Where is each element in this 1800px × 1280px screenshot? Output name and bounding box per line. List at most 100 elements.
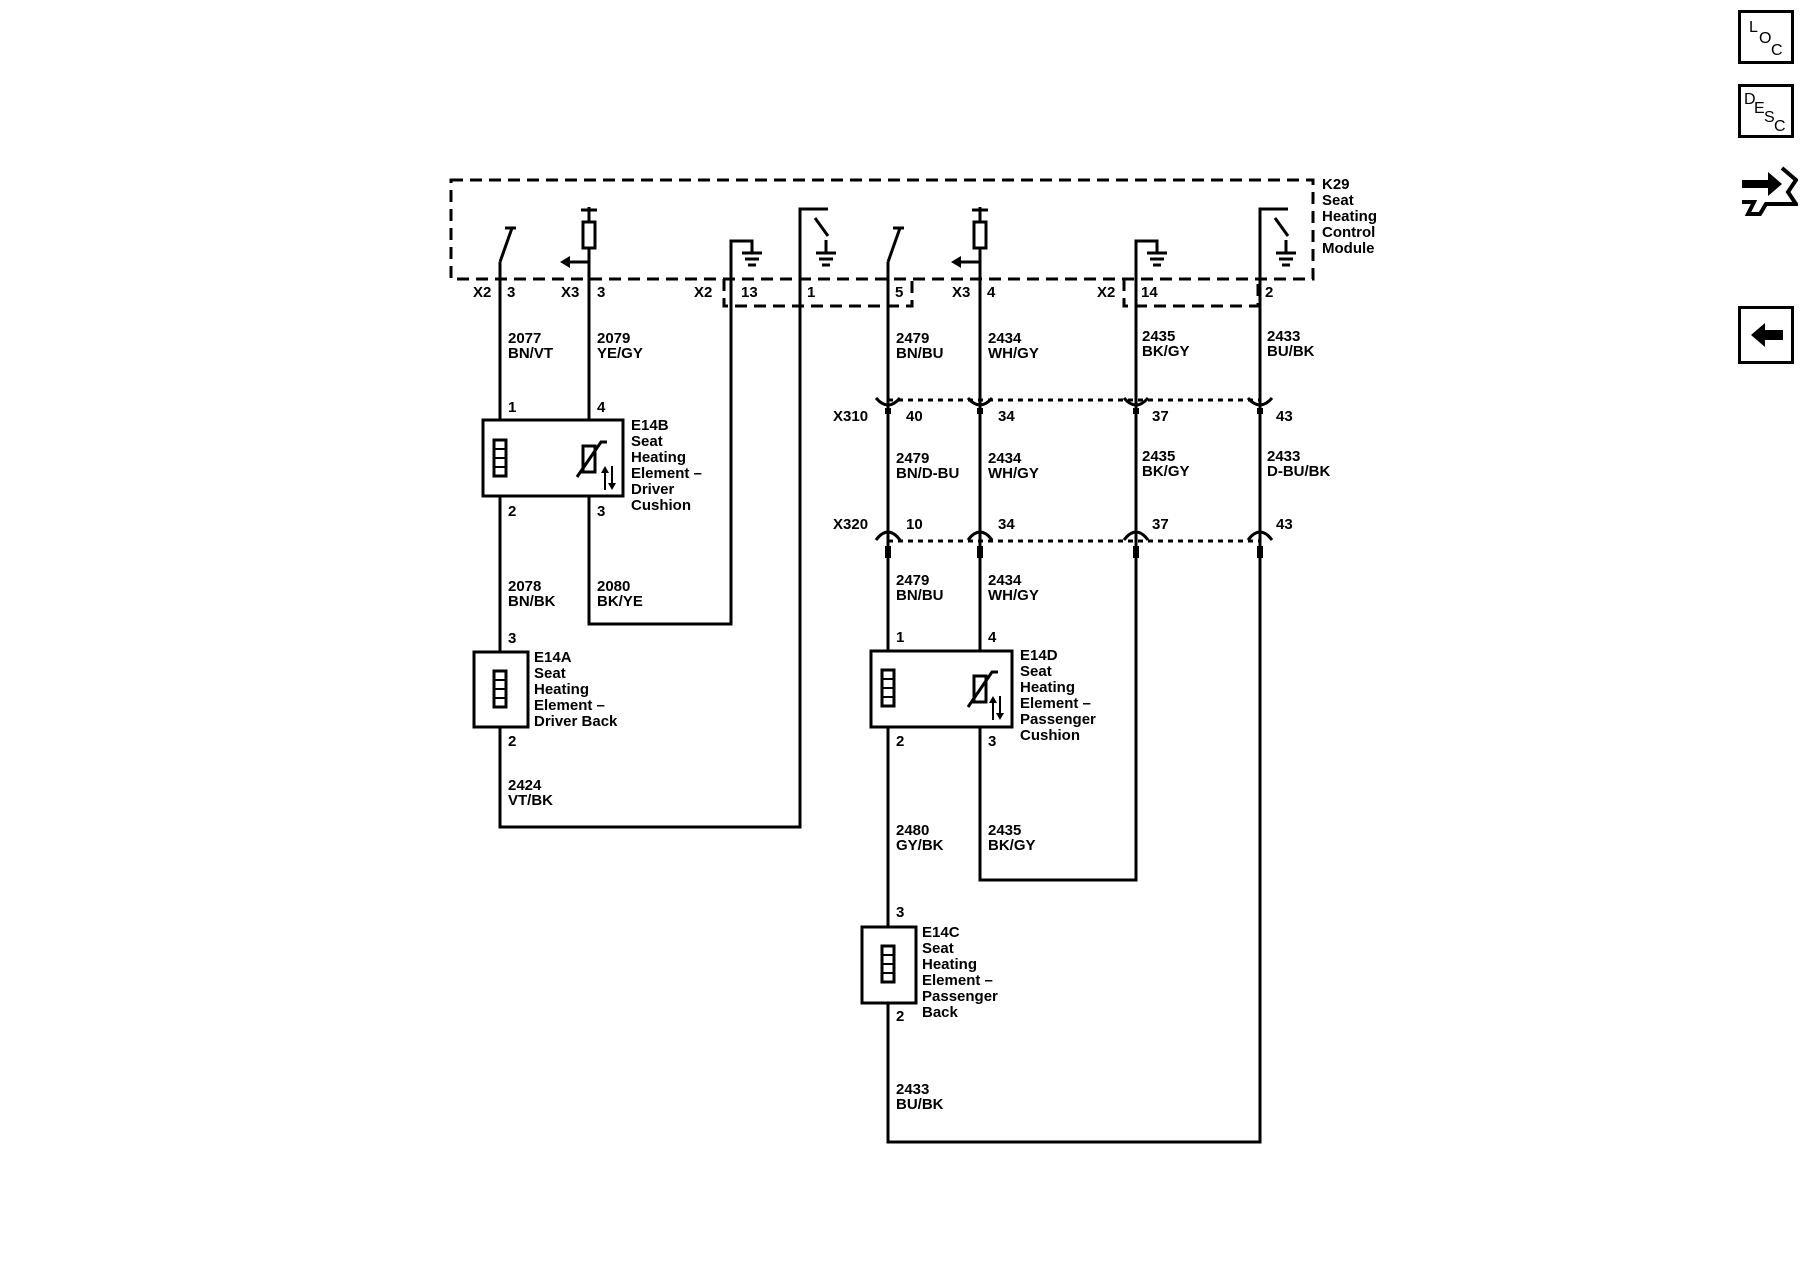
svg-text:BK/YE: BK/YE (597, 593, 643, 610)
switch-ground-symbol (798, 207, 836, 279)
svg-text:2: 2 (896, 733, 904, 750)
svg-text:Element –: Element – (1020, 695, 1091, 712)
svg-text:3: 3 (507, 284, 515, 301)
svg-text:1: 1 (896, 629, 904, 646)
svg-text:40: 40 (906, 408, 923, 425)
svg-text:2435: 2435 (1142, 328, 1175, 345)
back-button[interactable] (1738, 306, 1794, 364)
svg-text:O: O (1759, 30, 1771, 47)
svg-text:WH/GY: WH/GY (988, 465, 1039, 482)
svg-text:Seat: Seat (1322, 192, 1354, 209)
location-button[interactable]: L O C (1738, 10, 1794, 64)
module-boundary (449, 178, 1315, 281)
svg-text:BN/BK: BN/BK (508, 593, 556, 610)
svg-text:Heating: Heating (922, 956, 977, 973)
svg-text:43: 43 (1276, 408, 1293, 425)
svg-text:2077: 2077 (508, 330, 541, 347)
svg-text:3: 3 (508, 630, 516, 647)
svg-text:BK/GY: BK/GY (1142, 463, 1190, 480)
svg-text:34: 34 (998, 408, 1015, 425)
svg-text:2: 2 (508, 733, 516, 750)
svg-text:X2: X2 (694, 284, 712, 301)
switch-symbol (498, 226, 516, 279)
svg-text:2079: 2079 (597, 330, 630, 347)
svg-text:C: C (1771, 42, 1783, 59)
connector-end-view-button[interactable] (1738, 158, 1800, 220)
svg-text:2479: 2479 (896, 330, 929, 347)
svg-text:2080: 2080 (597, 578, 630, 595)
svg-text:2434: 2434 (988, 572, 1022, 589)
description-icon: D E S C (1744, 91, 1786, 135)
e14d-seat-heating-element-passenger-cushion (869, 649, 1014, 729)
svg-text:2433: 2433 (1267, 448, 1300, 465)
svg-text:Element –: Element – (631, 465, 702, 482)
svg-text:Cushion: Cushion (1020, 727, 1080, 744)
svg-text:GY/BK: GY/BK (896, 837, 944, 854)
inline-connector-labels: X310 40 34 37 43 X320 10 34 37 43 (833, 408, 1293, 533)
svg-text:X310: X310 (833, 408, 868, 425)
svg-text:YE/GY: YE/GY (597, 345, 643, 362)
svg-text:X3: X3 (561, 284, 579, 301)
svg-text:X2: X2 (1097, 284, 1115, 301)
svg-text:5: 5 (895, 284, 903, 301)
svg-text:2: 2 (1265, 284, 1273, 301)
svg-text:1: 1 (508, 399, 516, 416)
svg-text:4: 4 (597, 399, 606, 416)
svg-text:BK/GY: BK/GY (988, 837, 1036, 854)
ground-symbol (729, 239, 762, 279)
svg-text:4: 4 (988, 629, 997, 646)
back-arrow-icon (1751, 323, 1783, 347)
e14a-seat-heating-element-driver-back (472, 650, 530, 729)
svg-text:Passenger: Passenger (1020, 711, 1096, 728)
wire-2433-return (886, 279, 1262, 1144)
e14c-seat-heating-element-passenger-back (860, 925, 918, 1005)
svg-text:13: 13 (741, 284, 758, 301)
svg-text:K29: K29 (1322, 176, 1350, 193)
module-label: K29 Seat Heating Control Module (1322, 176, 1377, 257)
svg-text:E14A: E14A (534, 649, 572, 666)
svg-text:D: D (1744, 91, 1756, 108)
resistor-symbol (560, 207, 597, 279)
svg-text:X2: X2 (473, 284, 491, 301)
svg-text:VT/BK: VT/BK (508, 792, 553, 809)
svg-text:3: 3 (988, 733, 996, 750)
svg-text:2424: 2424 (508, 777, 542, 794)
svg-text:BN/BU: BN/BU (896, 345, 944, 362)
svg-text:Driver Back: Driver Back (534, 713, 618, 730)
svg-text:Back: Back (922, 1004, 959, 1021)
svg-text:BN/BU: BN/BU (896, 587, 944, 604)
svg-text:2435: 2435 (1142, 448, 1175, 465)
resistor-symbol-2 (951, 207, 988, 279)
svg-text:2433: 2433 (1267, 328, 1300, 345)
svg-text:Heating: Heating (1322, 208, 1377, 225)
component-labels: E14B Seat Heating Element – Driver Cushi… (534, 417, 1096, 1021)
svg-text:E14B: E14B (631, 417, 669, 434)
svg-text:37: 37 (1152, 516, 1169, 533)
description-button[interactable]: D E S C (1738, 84, 1794, 138)
svg-text:2: 2 (896, 1008, 904, 1025)
switch-ground-symbol-2 (1258, 207, 1296, 279)
svg-text:43: 43 (1276, 516, 1293, 533)
svg-text:2433: 2433 (896, 1081, 929, 1098)
svg-text:2479: 2479 (896, 450, 929, 467)
svg-text:3: 3 (896, 904, 904, 921)
svg-text:1: 1 (807, 284, 815, 301)
svg-text:Passenger: Passenger (922, 988, 998, 1005)
e14b-seat-heating-element-driver-cushion (481, 418, 625, 498)
svg-text:Cushion: Cushion (631, 497, 691, 514)
svg-text:2078: 2078 (508, 578, 541, 595)
svg-text:WH/GY: WH/GY (988, 345, 1039, 362)
svg-text:E: E (1754, 100, 1765, 117)
svg-text:2434: 2434 (988, 330, 1022, 347)
svg-text:D-BU/BK: D-BU/BK (1267, 463, 1330, 480)
svg-text:Seat: Seat (534, 665, 566, 682)
wire-2435-return (978, 279, 1138, 882)
x310-terminals (874, 396, 1274, 414)
x320-terminals (874, 530, 1274, 558)
svg-text:BN/VT: BN/VT (508, 345, 553, 362)
svg-text:34: 34 (998, 516, 1015, 533)
module-pin-labels: X2 3 X3 3 X2 13 1 5 X3 4 X2 14 2 (473, 284, 1273, 301)
svg-text:3: 3 (597, 503, 605, 520)
